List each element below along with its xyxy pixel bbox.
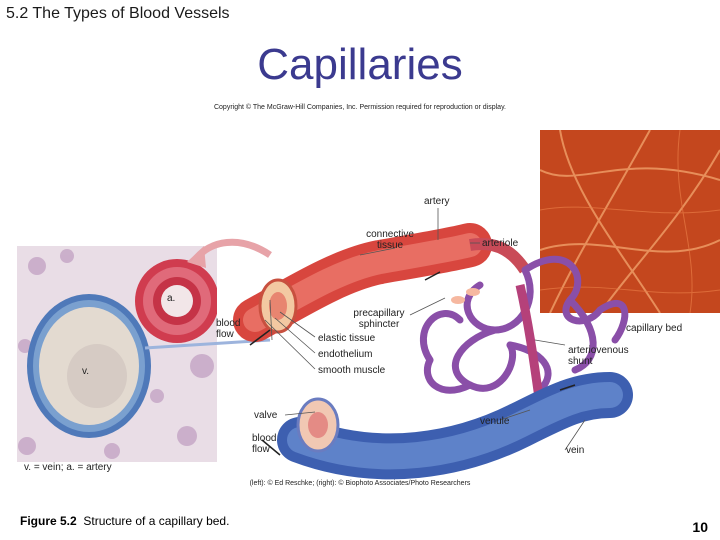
micrograph-label-vein: v.: [82, 366, 90, 377]
micrograph-legend: v. = vein; a. = artery: [24, 462, 112, 473]
micrograph-capillary-bed: [540, 130, 720, 313]
page-number: 10: [692, 519, 708, 535]
label-endothelium: endothelium: [318, 349, 373, 360]
label-blood-flow-top-line2: flow: [216, 329, 234, 340]
label-connective-tissue: connective tissue: [362, 229, 418, 251]
label-artery: artery: [424, 196, 450, 207]
label-blood-flow-bottom-line2: flow: [252, 444, 270, 455]
label-arteriole: arteriole: [482, 238, 519, 249]
micrograph-left-image: [17, 246, 217, 462]
label-arteriovenous-shunt: arteriovenous shunt: [568, 345, 629, 367]
label-precapillary-line2: sphincter: [358, 319, 400, 330]
label-elastic-tissue: elastic tissue: [318, 333, 376, 344]
section-heading: 5.2 The Types of Blood Vessels: [6, 5, 230, 22]
micrograph-vein-artery: a. v.: [17, 246, 217, 462]
label-blood-flow-top-line1: blood: [216, 318, 241, 329]
label-venule: venule: [480, 416, 510, 427]
slide-title: Capillaries: [257, 40, 463, 89]
label-vein: vein: [566, 445, 585, 456]
curved-arrow-icon: [192, 238, 272, 263]
label-blood-flow-bottom: blood flow: [252, 433, 276, 455]
label-precapillary-line1: precapillary: [353, 308, 405, 319]
figure-caption-text: Structure of a capillary bed.: [83, 514, 230, 528]
copyright-notice: Copyright © The McGraw-Hill Companies, I…: [213, 104, 506, 111]
label-blood-flow-top: blood flow: [216, 318, 240, 340]
label-connective-line2: tissue: [376, 240, 404, 251]
capillary-network: [420, 255, 629, 394]
label-valve: valve: [254, 410, 278, 421]
micrograph-right-image: [540, 130, 720, 313]
micrograph-label-artery: a.: [167, 293, 176, 304]
label-connective-line1: connective: [366, 229, 414, 240]
label-precapillary-sphincter: precapillary sphincter: [344, 308, 414, 330]
figure-caption-label: Figure 5.2: [20, 514, 77, 528]
label-arteriovenous-line2: shunt: [568, 356, 593, 367]
label-capillary-bed: capillary bed: [626, 323, 683, 334]
photo-credit: (left): © Ed Reschke; (right): © Biophot…: [249, 480, 471, 487]
label-arteriovenous-line1: arteriovenous: [568, 345, 629, 356]
label-blood-flow-bottom-line1: blood: [252, 433, 277, 444]
figure-caption: Figure 5.2 Structure of a capillary bed.: [20, 514, 229, 528]
label-smooth-muscle: smooth muscle: [318, 365, 386, 376]
